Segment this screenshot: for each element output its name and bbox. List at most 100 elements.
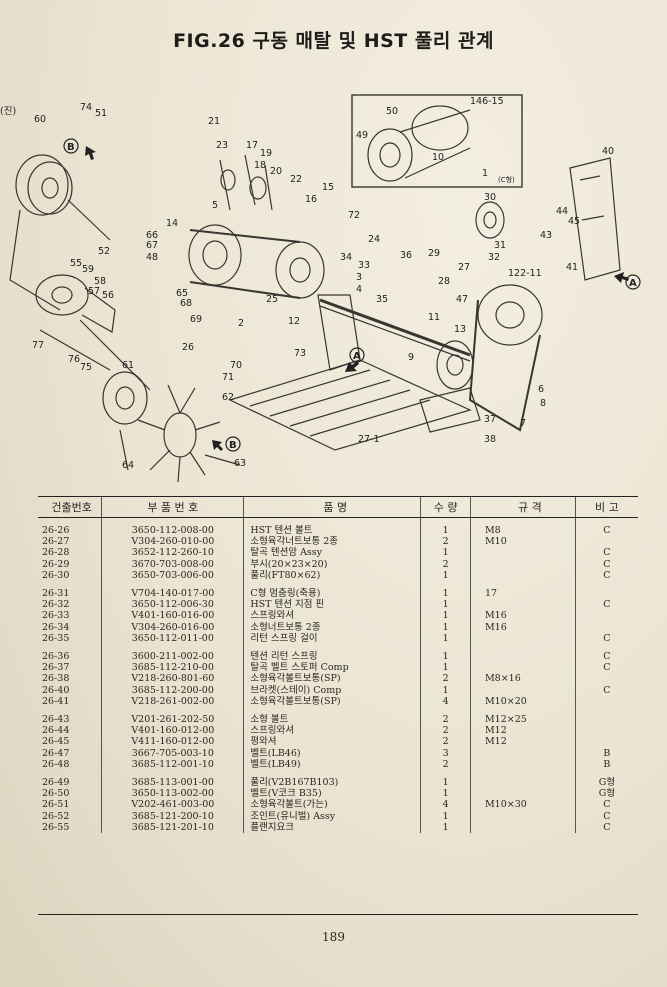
part-no-cell: 3650-113-002-00 xyxy=(101,788,244,800)
spacer-cell xyxy=(101,644,244,652)
part-no-cell: V304-260-016-00 xyxy=(101,621,244,633)
group-spacer xyxy=(38,581,638,589)
remarks-cell: C xyxy=(574,525,638,537)
group-spacer xyxy=(38,644,638,652)
callout: 74 xyxy=(80,102,92,113)
callout: 64 xyxy=(122,460,134,471)
part-name-cell: 플랜지요크 xyxy=(243,821,421,834)
callout: 59 xyxy=(82,264,94,275)
part-no-cell: 3600-211-002-00 xyxy=(101,651,244,663)
qty-cell: 1 xyxy=(420,651,471,663)
remarks-cell xyxy=(574,621,638,633)
spec-cell: M10×30 xyxy=(469,799,576,811)
col-header-qty: 수 량 xyxy=(420,496,471,518)
part-name-cell: 텐션 리턴 스프링 xyxy=(243,651,421,663)
spacer-cell xyxy=(574,770,638,778)
ref-marker-b: B xyxy=(67,142,75,153)
part-no-cell: 3652-112-260-10 xyxy=(101,547,244,559)
spacer-cell xyxy=(420,517,471,525)
callout: 20 xyxy=(270,166,282,177)
callout: 18 xyxy=(254,160,266,171)
spec-cell: M12 xyxy=(469,736,576,748)
ref-no-cell: 26-34 xyxy=(42,621,70,633)
qty-cell: 1 xyxy=(420,599,471,611)
remarks-cell: G형 xyxy=(574,788,638,800)
callout: 21 xyxy=(208,116,220,127)
qty-cell: 1 xyxy=(420,610,471,622)
callout: 47 xyxy=(456,294,468,305)
spacer-cell xyxy=(574,517,638,525)
qty-cell: 2 xyxy=(420,725,471,737)
spacer-cell xyxy=(420,770,471,778)
remarks-cell xyxy=(574,725,638,737)
qty-cell: 2 xyxy=(420,736,471,748)
remarks-cell: C xyxy=(574,547,638,559)
callout: 60 xyxy=(34,114,46,125)
spec-cell: M16 xyxy=(469,621,576,633)
callout: 10 xyxy=(432,152,444,163)
remarks-cell: C xyxy=(574,651,638,663)
part-no-cell: 3685-121-200-10 xyxy=(101,810,244,822)
spec-cell: M16 xyxy=(469,610,576,622)
callout: 8 xyxy=(540,398,546,409)
spacer-cell xyxy=(38,518,102,526)
ref-marker-a: A xyxy=(353,351,361,362)
callout: 11 xyxy=(428,312,440,323)
callout: 6 xyxy=(538,384,544,395)
spacer-cell xyxy=(38,581,102,588)
spec-cell xyxy=(469,651,576,663)
callout: 65 xyxy=(176,288,188,299)
spec-cell xyxy=(469,558,576,570)
ref-no-cell: 26-51 xyxy=(42,799,70,811)
callout: 40 xyxy=(602,146,614,157)
remarks-cell xyxy=(574,536,638,548)
table-header-row: 건출번호 부 품 번 호 품 명 수 량 규 격 비 고 xyxy=(38,496,638,518)
spacer-cell xyxy=(469,644,576,652)
qty-cell: 4 xyxy=(420,695,471,708)
remarks-cell xyxy=(574,673,638,685)
left-edge-label: (진) xyxy=(0,106,16,117)
part-name-cell: 부시(20×23×20) xyxy=(243,558,421,570)
part-name-cell: 풀리(FT80×62) xyxy=(243,569,421,582)
callout: 17 xyxy=(246,140,258,151)
spacer-cell xyxy=(101,707,244,715)
exploded-parts-diagram: 74 51 60 21 23 17 19 18 20 22 15 16 72 5… xyxy=(0,94,641,483)
callout: 3 xyxy=(356,272,362,283)
spacer-cell xyxy=(469,770,576,778)
part-no-cell: 3670-703-008-00 xyxy=(101,558,244,570)
part-no-cell: 3685-112-210-00 xyxy=(101,662,244,674)
callout: 57 xyxy=(88,286,100,297)
callout: 25 xyxy=(266,294,278,305)
ref-marker-a: A xyxy=(629,278,637,289)
remarks-cell: B xyxy=(574,758,638,771)
ref-no-cell: 26-36 xyxy=(42,651,70,663)
callout: 56 xyxy=(102,290,114,301)
callout: 34 xyxy=(340,252,352,263)
callout: 43 xyxy=(540,230,552,241)
direction-arrow-icon xyxy=(614,272,629,283)
ref-no-cell: 26-33 xyxy=(42,610,70,622)
page-number: 189 xyxy=(322,930,345,944)
spacer-cell xyxy=(243,770,421,778)
spacer-cell xyxy=(243,707,421,715)
qty-cell: 1 xyxy=(420,788,471,800)
callout: 36 xyxy=(400,250,412,261)
callout: 2 xyxy=(238,318,244,329)
ref-no-cell: 26-32 xyxy=(42,599,70,611)
callout: 72 xyxy=(348,210,360,221)
ref-no-cell: 26-49 xyxy=(42,777,70,789)
part-name-cell: HST 텐션 지점 핀 xyxy=(243,599,421,611)
qty-cell: 1 xyxy=(420,810,471,822)
spec-cell xyxy=(469,684,576,696)
callout: 58 xyxy=(94,276,106,287)
ref-no-cell: 26-47 xyxy=(42,747,70,759)
ref-no-cell: 26-28 xyxy=(42,547,70,559)
ref-no-cell: 26-35 xyxy=(42,632,70,644)
spacer-cell xyxy=(574,644,638,652)
